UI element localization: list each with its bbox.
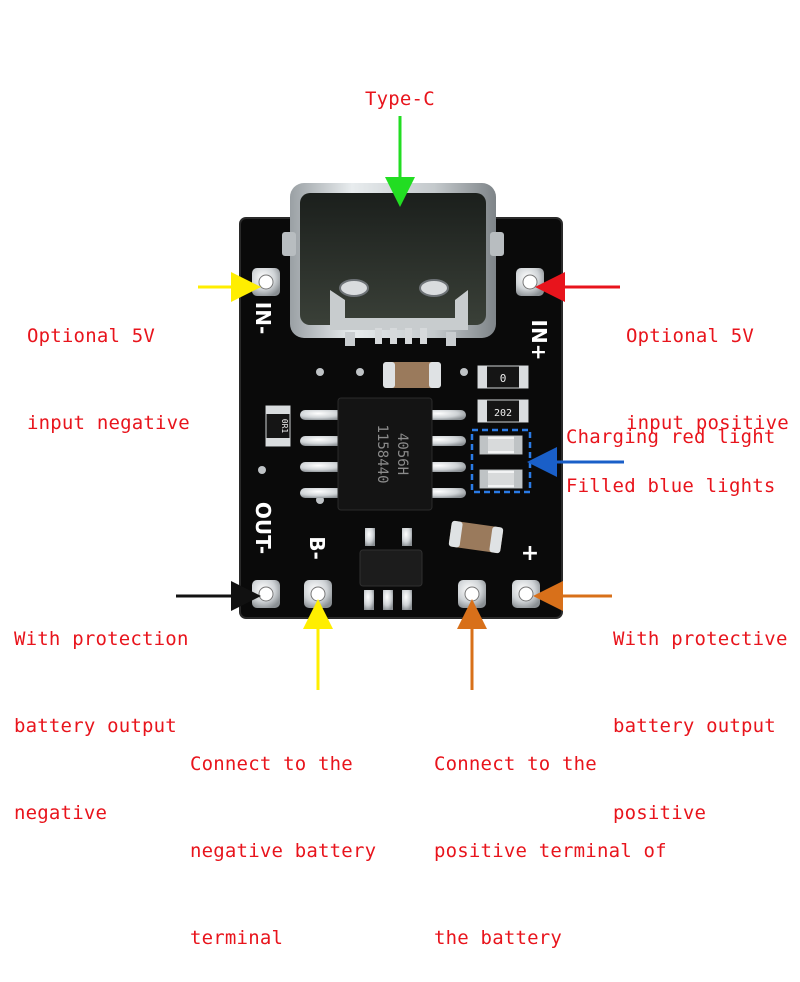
- label-out-pos-l2: battery output: [613, 715, 776, 737]
- silk-in-neg: IN-: [251, 302, 275, 334]
- label-bat-neg-l3: terminal: [190, 927, 284, 949]
- resistor-202-label: 202: [494, 408, 512, 419]
- label-out-neg: With protection battery output negative: [14, 567, 189, 857]
- label-out-pos-l1: With protective: [613, 628, 788, 650]
- label-in-neg-l2: input negative: [27, 412, 190, 434]
- capacitor-bottom: [448, 520, 504, 554]
- label-filled: Filled blue lights: [566, 472, 776, 501]
- label-bat-pos-l1: Connect to the: [434, 753, 597, 775]
- silk-in-pos: IN+: [527, 320, 551, 361]
- resistor-0: 0: [477, 365, 529, 389]
- pad-in-pos: [516, 268, 544, 296]
- label-in-pos-l2: input positive: [626, 412, 789, 434]
- pad-out-pos: [512, 580, 540, 608]
- sot23-protection: [359, 528, 423, 610]
- label-in-pos-l1: Optional 5V: [626, 325, 755, 347]
- label-bat-neg-l1: Connect to the: [190, 753, 353, 775]
- silk-plus: +: [521, 541, 539, 566]
- label-type-c-text: Type-C: [365, 88, 435, 110]
- resistor-left-label: 0R1: [280, 419, 289, 434]
- label-out-neg-l2: battery output: [14, 715, 177, 737]
- led-charging: [479, 435, 523, 455]
- label-out-neg-l3: negative: [14, 802, 108, 824]
- label-bat-neg: Connect to the negative battery terminal: [190, 692, 376, 982]
- label-type-c: Type-C: [365, 85, 435, 114]
- capacitor-top: [383, 362, 441, 388]
- ic-text-2: 1158440: [374, 424, 390, 483]
- pad-b-pos: [458, 580, 486, 608]
- label-bat-pos: Connect to the positive terminal of the …: [434, 692, 667, 982]
- label-charging: Charging red light: [566, 423, 776, 452]
- resistor-0-label: 0: [500, 372, 507, 385]
- label-in-neg: Optional 5V input negative: [27, 264, 190, 467]
- pad-out-neg: [252, 580, 280, 608]
- pad-in-neg: [252, 268, 280, 296]
- ic-text-1: 4056H: [394, 433, 410, 475]
- label-in-pos: Optional 5V input positive: [626, 264, 789, 467]
- label-bat-pos-l2: positive terminal of: [434, 840, 667, 862]
- diagram: IN- IN+ OUT- B- + 0 202 0R1: [14, 85, 789, 949]
- label-bat-neg-l2: negative battery: [190, 840, 377, 862]
- label-in-neg-l1: Optional 5V: [27, 325, 156, 347]
- resistor-202: 202: [477, 399, 529, 423]
- label-charging-text: Charging red light: [566, 426, 776, 448]
- silk-out-neg: OUT-: [251, 502, 275, 554]
- silk-b-neg: B-: [305, 536, 329, 560]
- usb-c-connector: [282, 183, 504, 346]
- label-bat-pos-l3: the battery: [434, 927, 563, 949]
- label-filled-text: Filled blue lights: [566, 475, 776, 497]
- board-illustration: IN- IN+ OUT- B- + 0 202 0R1: [176, 116, 624, 690]
- label-out-neg-l1: With protection: [14, 628, 189, 650]
- ic-4056h: 4056H 1158440: [337, 397, 433, 511]
- resistor-left: 0R1: [265, 405, 291, 447]
- led-filled: [479, 469, 523, 489]
- pad-b-neg: [304, 580, 332, 608]
